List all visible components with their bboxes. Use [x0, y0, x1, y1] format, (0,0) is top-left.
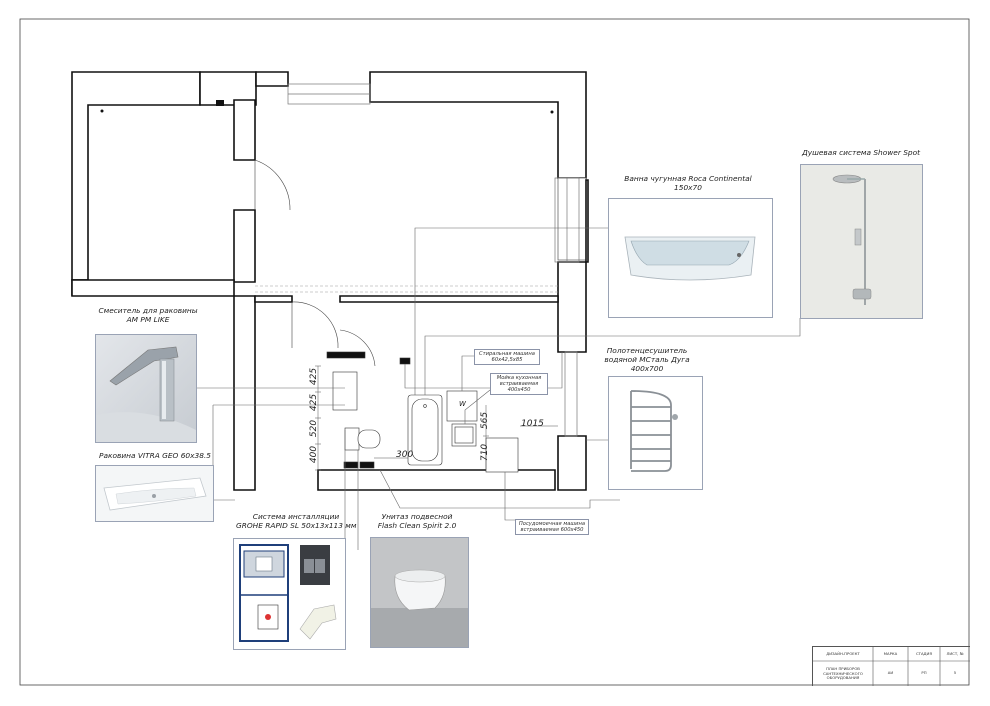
kitchen-sink-note-line1: Мойка кухонная [496, 375, 542, 381]
title-block: ДИЗАЙН-ПРОЕКТ МАРКА СТАДИЯ ЛИСТ, № ПЛАН … [812, 646, 970, 686]
installation-label-line1: Система инсталляции [252, 512, 340, 521]
dim-425-upper: 425 [309, 367, 320, 386]
shower-image [800, 164, 923, 319]
tb-stage: РП [921, 670, 927, 675]
tb-sheet-name: ПЛАН ПРИБОРОВ САНТЕХНИЧЕСКОГО ОБОРУДОВАН… [823, 666, 863, 680]
towel-label-line2: водяной МСталь Дуга [604, 355, 690, 364]
dimension-lines [315, 365, 558, 471]
towel-label-line3: 400x700 [630, 364, 664, 373]
shower-label: Душевая система Shower Spot [798, 148, 924, 157]
windows [287, 83, 580, 437]
shower-label-line1: Душевая система Shower Spot [801, 148, 921, 157]
tb-sheet-header: ЛИСТ, № [946, 651, 964, 656]
washer-note-line1: Стиральная машина [479, 351, 535, 357]
toilet-label: Унитаз подвесной Flash Clean Spirit 2.0 [370, 512, 464, 530]
sheet-frame [19, 18, 970, 686]
toilet-label-line1: Унитаз подвесной [381, 512, 453, 521]
dim-300: 300 [396, 450, 414, 460]
bathtub-label: Ванна чугунная Roca Continental 150x70 [606, 174, 770, 192]
tb-mark: АИ [887, 670, 894, 675]
tb-sheet-no: 5 [953, 670, 957, 675]
installation-image [233, 538, 346, 650]
towel-label: Полотенцесушитель водяной МСталь Дуга 40… [604, 346, 690, 373]
sink-label: Раковина VITRA GEO 60x38.5 [93, 451, 217, 460]
sink-image [95, 465, 214, 522]
washer-mark: W [459, 400, 466, 408]
bathtub-label-line2: 150x70 [674, 183, 702, 192]
dishwasher-note-line3: 600x450 [560, 527, 584, 533]
washer-note-line2: 60x42,5x85 [491, 357, 523, 363]
faucet-label-line1: Смеситель для раковины [98, 306, 198, 315]
dishwasher-note-line1: Посудомоечная машина [518, 521, 586, 527]
dim-425-lower: 425 [309, 393, 320, 412]
installation-label: Система инсталляции GROHE RAPID SL 50x13… [236, 512, 356, 530]
dim-520: 520 [309, 419, 320, 438]
faucet-label-line2: AM PM LIKE [126, 315, 170, 324]
dim-565: 565 [480, 411, 491, 430]
faucet-image [95, 334, 197, 443]
faucet-label: Смеситель для раковины AM PM LIKE [96, 306, 200, 324]
bathtub-label-line1: Ванна чугунная Roca Continental [624, 174, 752, 183]
tb-stage-header: СТАДИЯ [915, 651, 932, 656]
doors [254, 159, 376, 367]
dim-1015: 1015 [521, 419, 544, 429]
dim-400: 400 [309, 445, 320, 464]
dishwasher-note-line2: встраиваемая [520, 527, 559, 533]
washer-note: Стиральная машина 60x42,5x85 [474, 349, 540, 365]
toilet-image [370, 537, 469, 648]
kitchen-sink-note-line3: 400x450 [507, 387, 531, 393]
dishwasher-note: Посудомоечная машина встраиваемая 600x45… [515, 519, 589, 535]
tb-project-header: ДИЗАЙН-ПРОЕКТ [826, 651, 860, 656]
kitchen-sink-note-line2: встраиваемая [499, 381, 539, 387]
dim-710: 710 [480, 443, 491, 462]
tb-mark-header: МАРКА [883, 651, 898, 656]
fixtures [326, 351, 519, 473]
installation-label-line2: GROHE RAPID SL 50x13x113 мм [236, 521, 357, 530]
kitchen-sink-note: Мойка кухонная встраиваемая 400x450 [490, 373, 548, 395]
bathtub-image [608, 198, 773, 318]
sink-label-line1: Раковина VITRA GEO 60x38.5 [99, 451, 211, 460]
towel-image [608, 376, 703, 490]
leader-lines [195, 227, 801, 550]
toilet-label-line2: Flash Clean Spirit 2.0 [377, 521, 457, 530]
towel-label-line1: Полотенцесушитель [606, 346, 688, 355]
